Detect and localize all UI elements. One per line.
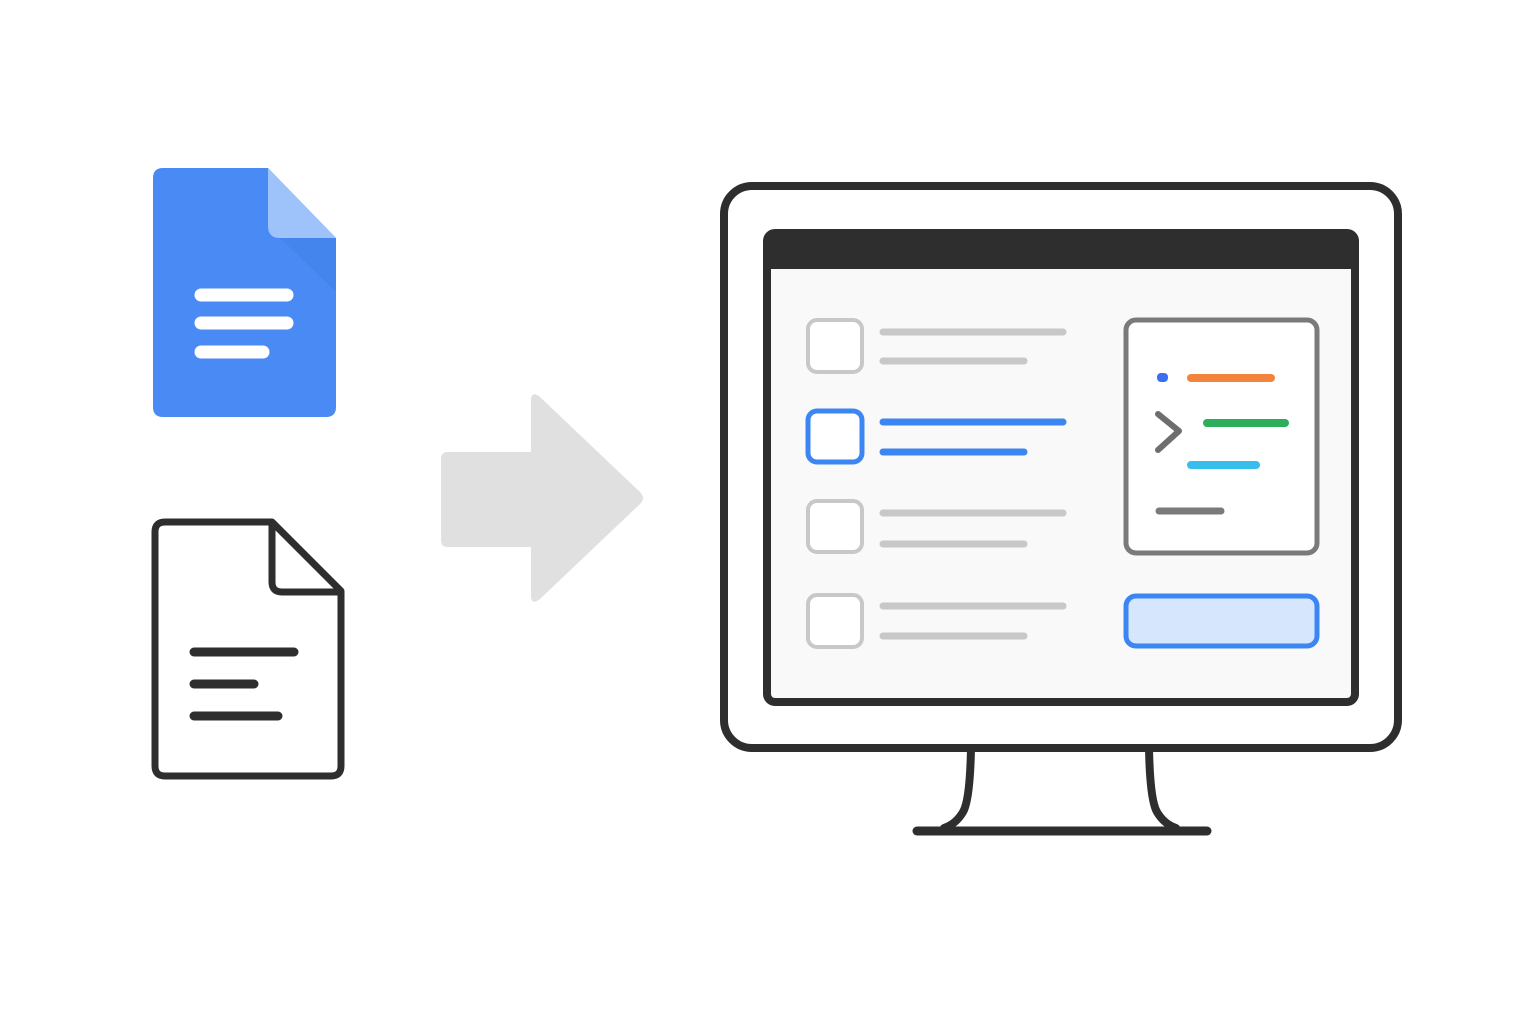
row-checkbox[interactable] bbox=[806, 499, 864, 554]
document-outline-icon bbox=[151, 518, 345, 780]
desktop-monitor-icon bbox=[720, 182, 1402, 836]
list-item[interactable] bbox=[806, 318, 1067, 374]
arrow-right-icon bbox=[441, 394, 643, 602]
list-item-selected[interactable] bbox=[805, 408, 1067, 465]
list-item[interactable] bbox=[806, 593, 1067, 649]
code-panel bbox=[1123, 317, 1320, 556]
row-checkbox[interactable] bbox=[806, 593, 864, 649]
row-checkbox[interactable] bbox=[806, 318, 864, 374]
monitor-stand bbox=[912, 744, 1212, 836]
chevron-right-icon bbox=[1155, 411, 1182, 453]
row-checkbox-selected[interactable] bbox=[805, 408, 865, 465]
window-titlebar bbox=[767, 233, 1355, 269]
code-editor-icon bbox=[1123, 317, 1320, 556]
google-docs-icon bbox=[153, 168, 336, 417]
primary-action-button[interactable] bbox=[1123, 593, 1320, 649]
list-item[interactable] bbox=[806, 499, 1067, 554]
